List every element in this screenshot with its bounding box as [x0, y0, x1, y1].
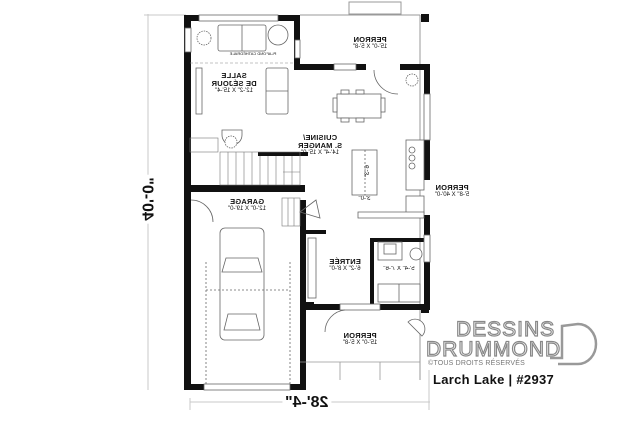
rights-text: ©TOUS DROITS RÉSERVÉS: [428, 360, 526, 367]
room-name: PERRON: [353, 35, 387, 44]
room-label-garage: GARAGE 12'-0" X 19'-0": [228, 197, 266, 212]
overall-depth-dimension: 40'-0": [137, 174, 156, 224]
stairs: [189, 137, 301, 227]
entry-bath: [299, 199, 426, 337]
living-room-furniture: [195, 24, 289, 149]
room-dims: 15'-0" X 5'-8": [352, 43, 388, 50]
overall-width-dimension: 28'-4": [282, 394, 332, 412]
room-label-cuisine: CUISINE/ S. MANGER 14'-4" X 15'-0": [297, 133, 343, 156]
logo-line-2: DRUMMOND: [425, 337, 562, 361]
island-width: 3'-0": [358, 196, 371, 202]
porch-bottom: [300, 361, 420, 380]
room-label-salle-sejour: SALLE DE SÉJOUR 12'-2" X 15'-4": [211, 71, 257, 94]
ceiling-note: PLAFOND CATHÉDRALE: [229, 51, 277, 56]
car: [190, 199, 291, 384]
island-depth: 6'-3": [364, 165, 371, 178]
room-label-perron-top: PERRON 15'-0" X 5'-8": [340, 35, 400, 50]
room-label-bath: 5'-4" X 7'-6": [383, 266, 415, 272]
logo-line-1: DESSINS: [455, 317, 556, 341]
room-label-entree: ENTRÉE 6'-2" X 8'-0": [329, 257, 361, 272]
room-label-perron-side: PERRON 5'-8" X 40'-0": [434, 183, 470, 198]
windows: [184, 14, 431, 391]
plan-title: Larch Lake | #2937: [433, 372, 555, 387]
logo-d-icon: [550, 322, 598, 366]
kitchen-furniture: [332, 69, 425, 219]
dessins-drummond-logo: DESSINS DRUMMOND ©TOUS DROITS RÉSERVÉS: [425, 317, 606, 398]
room-label-perron-bottom: PERRON 15'-0" X 5'-8": [342, 331, 378, 346]
